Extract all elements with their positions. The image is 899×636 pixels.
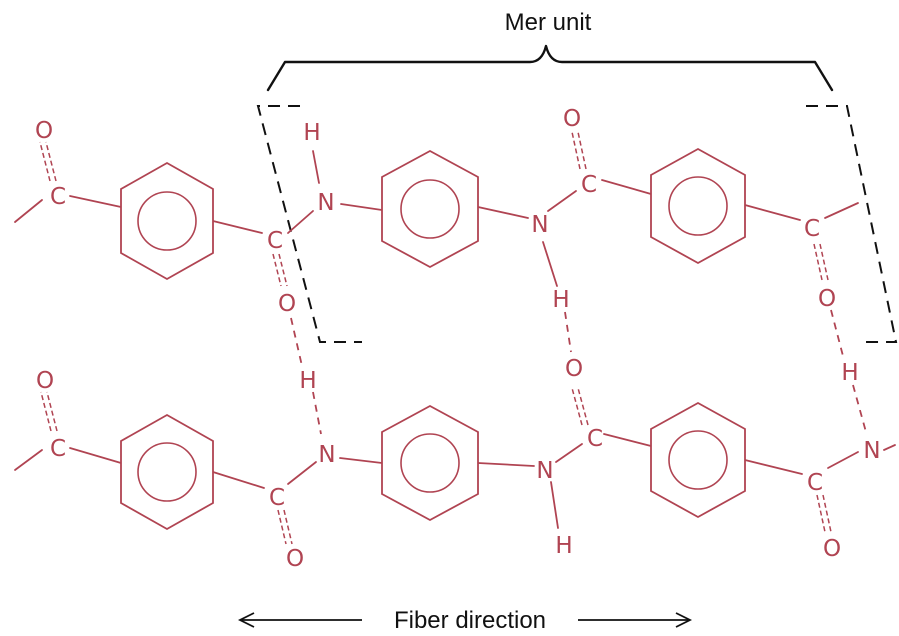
- atom-oxygen: O: [818, 286, 836, 312]
- atom-carbon: C: [804, 216, 820, 242]
- atom-carbon: C: [269, 485, 285, 511]
- atom-carbon: C: [267, 228, 283, 254]
- atom-carbon: C: [807, 470, 823, 496]
- lower-polymer-chain: [14, 387, 896, 545]
- mer-unit-label: Mer unit: [505, 9, 592, 36]
- mer-unit-brace: [266, 44, 834, 92]
- hydrogen-bonds: [290, 241, 867, 435]
- atom-hydrogen: H: [552, 287, 569, 313]
- upper-polymer-chain: [14, 131, 859, 287]
- atom-oxygen: O: [278, 291, 296, 317]
- atom-oxygen: O: [286, 546, 304, 572]
- atom-labels: O C C O H N N O C C O H H O H O C C O N …: [35, 106, 881, 572]
- atom-nitrogen: N: [531, 212, 548, 238]
- atom-nitrogen: N: [536, 458, 553, 484]
- atom-oxygen: O: [36, 368, 54, 394]
- benzene-ring: [381, 404, 479, 522]
- fiber-direction-arrow: [237, 612, 693, 628]
- mer-unit-outline: [256, 105, 898, 343]
- benzene-ring: [381, 149, 479, 269]
- benzene-ring: [120, 161, 214, 281]
- atom-hydrogen: H: [841, 360, 858, 386]
- atom-oxygen: O: [563, 106, 581, 132]
- atom-hydrogen: H: [555, 533, 572, 559]
- atom-nitrogen: N: [318, 442, 335, 468]
- atom-hydrogen: H: [299, 368, 316, 394]
- atom-oxygen: O: [823, 536, 841, 562]
- atom-hydrogen: H: [303, 120, 320, 146]
- atom-carbon: C: [587, 426, 603, 452]
- benzene-ring: [650, 147, 746, 265]
- atom-carbon: C: [50, 184, 66, 210]
- atom-nitrogen: N: [863, 438, 880, 464]
- atom-carbon: C: [581, 172, 597, 198]
- benzene-ring: [120, 413, 214, 531]
- fiber-direction-label: Fiber direction: [394, 607, 546, 634]
- atom-oxygen: O: [35, 118, 53, 144]
- benzene-ring: [650, 401, 746, 519]
- atom-nitrogen: N: [317, 190, 334, 216]
- atom-oxygen: O: [565, 356, 583, 382]
- atom-carbon: C: [50, 436, 66, 462]
